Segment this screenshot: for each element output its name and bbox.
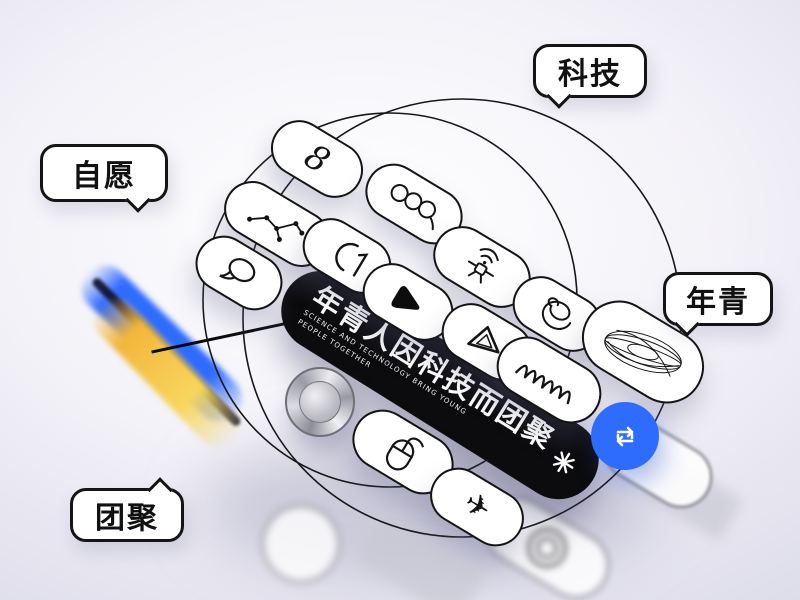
brush-stroke: [60, 235, 320, 457]
bubble-voluntary: 自愿: [40, 144, 168, 213]
satellite-icon: [467, 248, 499, 284]
bubble-reunion: 团聚: [70, 477, 184, 542]
metal-button-inner: [299, 381, 341, 423]
bubble-voluntary-label: 自愿: [72, 159, 136, 194]
sun-icon: [547, 446, 580, 479]
metal-button: [285, 367, 355, 437]
figure-eight-icon: 8: [297, 136, 337, 182]
bubble-tech: 科技: [533, 44, 647, 109]
airplane-icon: ✈: [457, 485, 498, 529]
gear-ring-icon: [519, 520, 575, 576]
bubble-reunion-label: 团聚: [95, 501, 159, 536]
bubble-tech-label: 科技: [558, 57, 622, 92]
bubble-young: 年青: [663, 272, 773, 337]
scribble-icon: [390, 184, 437, 231]
loop-icon: [616, 426, 634, 447]
ghost-circle: [262, 505, 340, 583]
loop-button: [591, 402, 659, 470]
bubble-young-label: 年青: [686, 285, 750, 320]
